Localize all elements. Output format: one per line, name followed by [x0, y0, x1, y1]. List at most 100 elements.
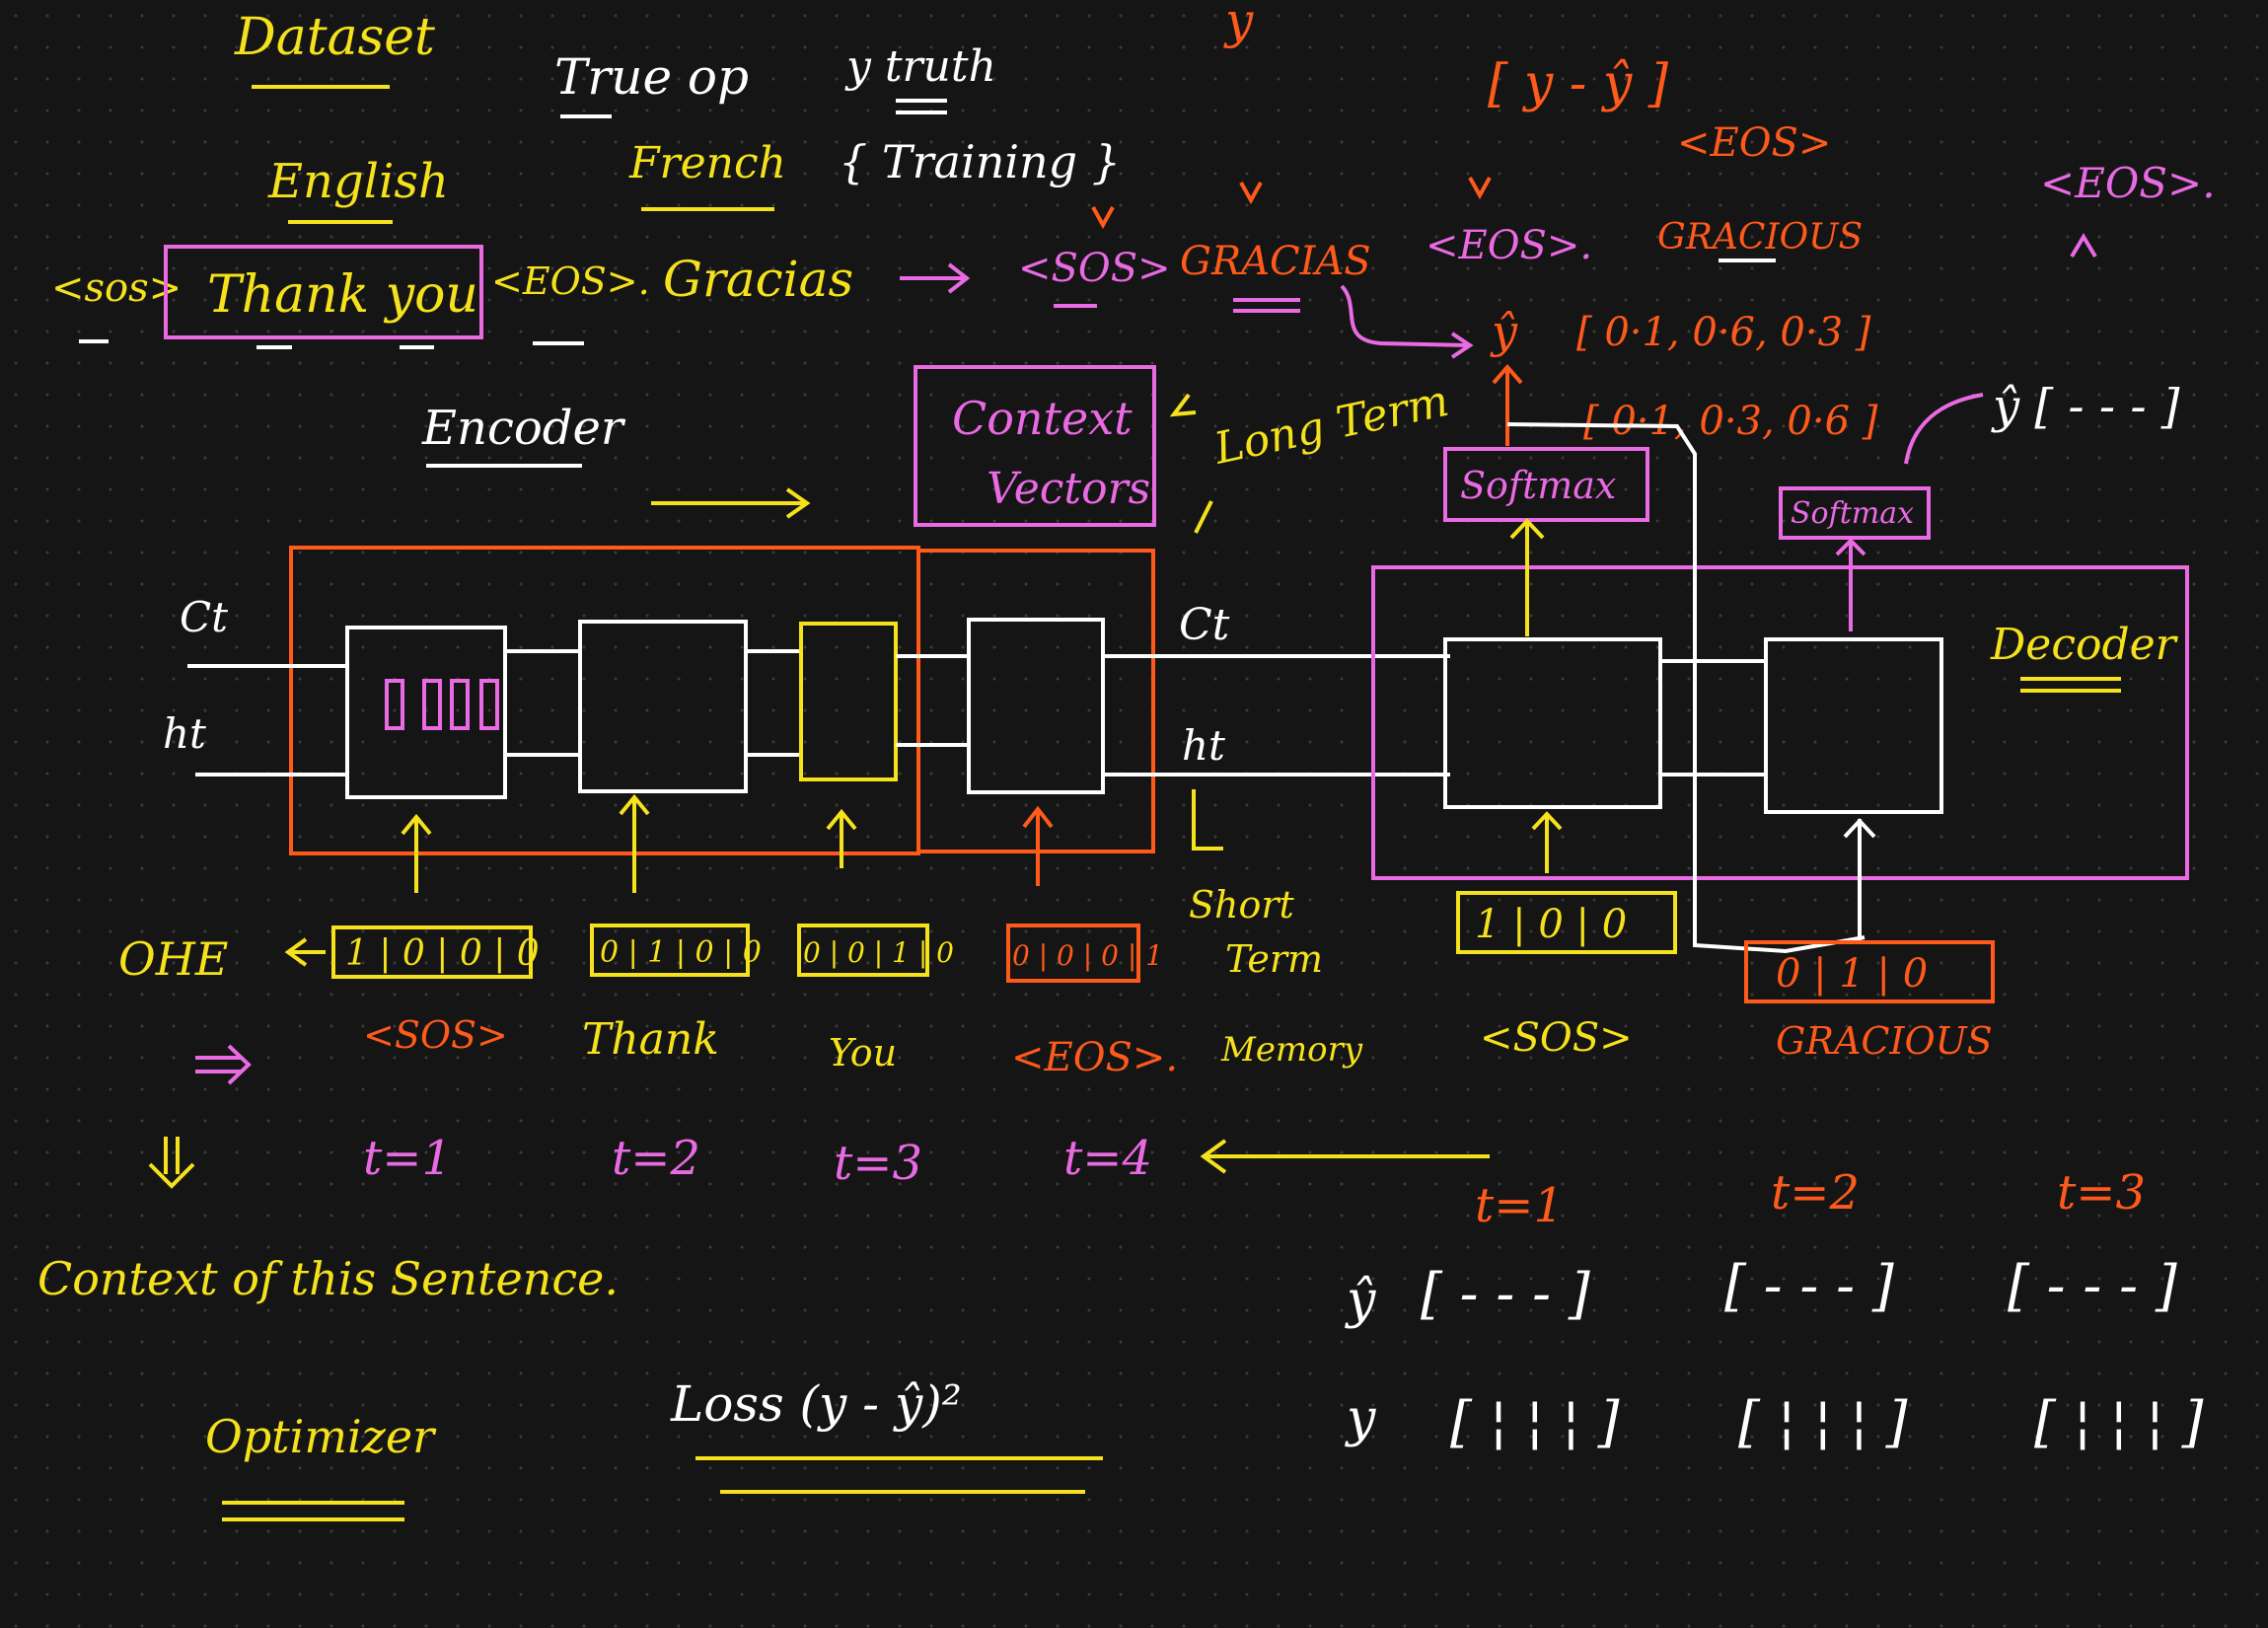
implies-arrow-right	[195, 1044, 252, 1085]
ht-left-label: ht	[163, 709, 206, 758]
gracias-to-yhat-arrow	[1340, 284, 1469, 347]
softmax-2-label: Softmax	[1791, 496, 1914, 531]
ohe-box-1	[331, 925, 533, 979]
encoder-input-arrows	[401, 793, 857, 893]
softmax-1-label: Softmax	[1460, 464, 1616, 507]
decoder-box	[1371, 565, 2189, 880]
softmax-1-box	[1443, 447, 1649, 522]
word-eos: <EOS>.	[1011, 1035, 1178, 1080]
context-vectors-label-1: Context	[952, 392, 1133, 445]
top-y-fragment: y	[1223, 0, 1254, 49]
english-title: English	[267, 154, 449, 209]
gracias-to-yhat-head	[1450, 332, 1474, 359]
true-op-label: True op	[554, 48, 749, 106]
dec-t3: t=3	[2057, 1165, 2146, 1221]
target-gracious: GRACIOUS	[1657, 217, 1863, 258]
sentence-thank-you: Thank you	[207, 265, 478, 325]
y-bracket-t2: [ ¦ ¦ ¦ ]	[1738, 1390, 1908, 1454]
encoder-output-lines	[1103, 654, 1450, 777]
up-double-arrow	[2070, 233, 2097, 259]
long-term-label: Long Term	[1209, 376, 1453, 475]
decoder-up-arrows	[1492, 363, 1876, 942]
ht-hook	[1192, 789, 1223, 851]
context-vectors-box	[914, 365, 1156, 527]
yhat-bracket-t1: [ - - - ]	[1421, 1262, 1590, 1326]
long-term-arrow	[1194, 500, 1213, 534]
decoder-word-gracious: GRACIOUS	[1776, 1019, 1993, 1063]
time-step-1: t=1	[363, 1131, 452, 1186]
dec-t2: t=2	[1771, 1165, 1860, 1221]
ohe-box-3	[797, 924, 929, 977]
yhat-bracket-t3: [ - - - ]	[2008, 1254, 2177, 1318]
word-sos: <SOS>	[363, 1013, 508, 1057]
y-minus-yhat-bracket: [ y - ŷ ]	[1488, 54, 1669, 113]
ohe-vector-1: 1 | 0 | 0 | 0	[345, 933, 540, 974]
y-bracket-t3: [ ¦ ¦ ¦ ]	[2034, 1390, 2204, 1454]
prob-vector-1: [ 0·1, 0·6, 0·3 ]	[1576, 310, 1871, 355]
word-thank: Thank	[582, 1014, 719, 1065]
encoder-last-box	[916, 549, 1155, 853]
y-row-label: y	[1345, 1389, 1376, 1448]
lstm-cell-4	[967, 618, 1105, 794]
time-step-2: t=2	[612, 1131, 700, 1186]
ohe-label: OHE	[118, 932, 228, 986]
decoder-word-sos: <SOS>	[1480, 1015, 1633, 1061]
short-term-label-2: Term	[1225, 937, 1323, 981]
lstm-cell-1	[345, 626, 507, 799]
loss-formula: Loss (y - ŷ)²	[670, 1375, 962, 1433]
ct-left-label: Ct	[180, 593, 228, 641]
ct-mid-label: Ct	[1179, 600, 1230, 650]
target-sos: <SOS>	[1018, 246, 1171, 291]
decoder-connector	[1660, 659, 1766, 777]
context-note: Context of this Sentence.	[37, 1252, 619, 1305]
sentence-gracias: Gracias	[663, 251, 853, 308]
decoder-input-box-1	[1456, 891, 1677, 954]
softmax2-to-yhat-arrow	[1904, 393, 1984, 465]
decoder-cell-1	[1443, 637, 1662, 809]
yhat-right-vector: ŷ [ - - - ]	[1991, 379, 2180, 434]
training-note: { Training }	[839, 135, 1121, 188]
ohe-box-2	[590, 924, 750, 977]
gracias-arrow-head	[947, 262, 971, 294]
ht-mid-label: ht	[1182, 721, 1225, 770]
sentence-eos: <EOS>.	[491, 259, 650, 303]
implies-arrow-down	[148, 1137, 195, 1189]
lstm-connector-1	[505, 649, 580, 757]
optimizer-label: Optimizer	[205, 1410, 437, 1463]
decoder-cell-2	[1764, 637, 1943, 814]
context-vectors-label-2: Vectors	[987, 464, 1150, 514]
time-step-4: t=4	[1063, 1131, 1152, 1186]
ohe-vector-2: 0 | 1 | 0 | 0	[600, 935, 762, 970]
french-title: French	[628, 138, 786, 188]
lstm-connector-3	[896, 654, 967, 747]
softmax-2-box	[1779, 486, 1931, 540]
dataset-title: Dataset	[234, 8, 435, 67]
short-term-label-1: Short	[1189, 883, 1295, 926]
y-bracket-t1: [ ¦ ¦ ¦ ]	[1450, 1390, 1620, 1454]
ohe-box-4	[1006, 924, 1140, 983]
eos-top: <EOS>	[1677, 120, 1831, 166]
time-step-3: t=3	[834, 1136, 922, 1191]
down-arrows	[1091, 177, 1492, 230]
word-you: You	[829, 1031, 897, 1074]
decoder-title: Decoder	[1990, 620, 2179, 670]
decoder-vector-1: 1 | 0 | 0	[1475, 902, 1627, 947]
prob-vector-2: [ 0·1, 0·3, 0·6 ]	[1583, 399, 1878, 444]
target-gracias: GRACIAS	[1180, 239, 1371, 284]
teacher-forcing-path	[1506, 422, 1866, 954]
dec-t1: t=1	[1475, 1178, 1564, 1233]
decoder-input-box-2	[1744, 940, 1995, 1003]
encoder-input-arrow-4	[1022, 805, 1054, 886]
t4-arrow-head	[1200, 1139, 1227, 1174]
target-eos: <EOS>.	[1426, 223, 1592, 268]
ct-hook	[1169, 393, 1197, 417]
encoder-title: Encoder	[421, 401, 626, 456]
ohe-vector-4: 0 | 0 | 0 | 1	[1012, 939, 1163, 972]
yhat-bracket-t2: [ - - - ]	[1724, 1254, 1894, 1318]
short-term-label-3: Memory	[1220, 1030, 1363, 1070]
lstm-connector-2	[746, 649, 801, 757]
lstm-cell-2	[578, 620, 748, 793]
sentence-sos: <sos>	[51, 265, 182, 311]
